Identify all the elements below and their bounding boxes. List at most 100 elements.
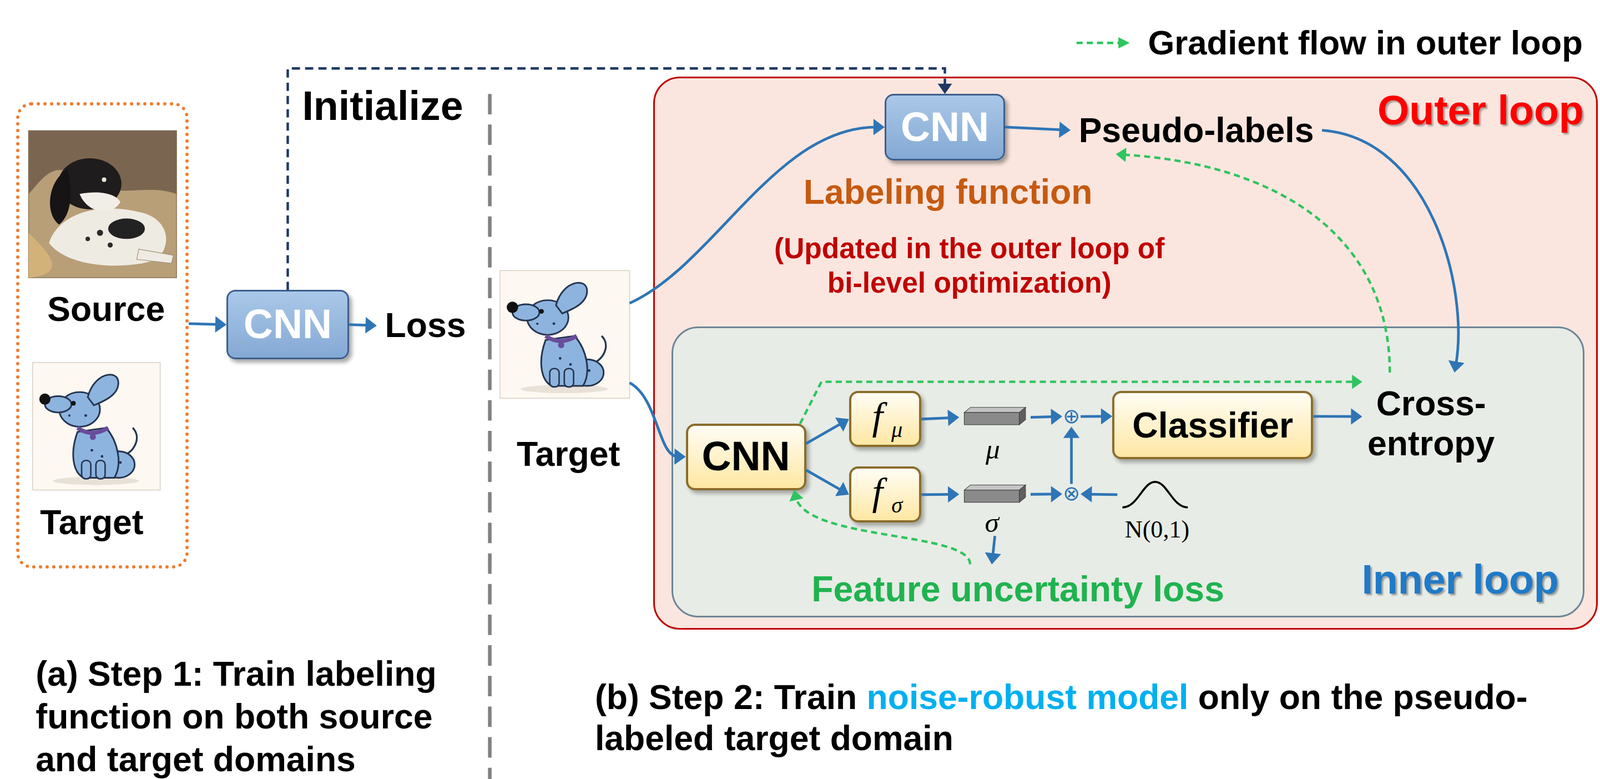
node-text: f [872,469,883,514]
text-node: Feature uncertainty loss [800,563,1235,614]
divider-line [487,93,492,779]
node-text: ⊗ [1062,483,1080,504]
caption-block: (b) Step 2: Train noise-robust model onl… [594,676,1580,759]
process-box: CNN [226,289,350,360]
connector-line [921,417,952,419]
node-text: N(0,1) [1124,515,1190,544]
node-text: Classifier [1132,404,1294,446]
connector-arrow [806,470,850,497]
node-text: Outer loop [1377,86,1584,134]
node-text: CNN [701,432,790,481]
connector-line [795,496,971,564]
loop-region: Outer loopCNNPseudo-labelsInner loopCNNf… [653,76,1599,630]
text-node: Pseudo-labels [1070,106,1322,155]
legend-sample [1076,37,1130,49]
bell-curve [1122,481,1189,508]
arrow-head [1116,147,1127,163]
distribution-node: N(0,1) [1117,477,1197,545]
connector-arrow [629,382,686,465]
arrow-head [835,481,850,497]
node-text: Target [39,502,144,543]
target-image [32,362,161,491]
legend-text: Gradient flow in outer loop [1147,23,1583,63]
connector-line [806,422,843,444]
connector-line [806,470,843,491]
node-text: CNN [243,300,332,348]
feature-vector: σ [959,483,1031,537]
arrow-head [789,490,804,502]
connector-line [1088,492,1118,497]
arrow-head [1080,485,1092,502]
connector-arrow [1313,407,1362,425]
arrow-head [215,315,227,332]
process-box: CNN [884,93,1006,161]
connector-arrow [349,316,377,333]
annotation-text: (Updated in the outer loop of bi-level o… [755,230,1184,301]
arrow-head [1058,121,1071,138]
text-node: Cross-entropy [1362,372,1501,475]
connector-arrow [921,486,960,503]
arrow-head [1063,426,1080,438]
connector-line [1321,130,1459,366]
connector-line [1030,492,1055,496]
connector-arrow [1321,130,1465,373]
connector-arrow [1080,485,1118,502]
connector-line [1080,414,1105,418]
connector-line [921,492,952,496]
feature-bar [964,407,1026,425]
node-text: f [872,394,883,439]
target-image [500,270,630,398]
node-text: μ [891,416,903,443]
arrow-head [1050,408,1063,425]
process-box: CNN [685,423,807,491]
loop-region: Inner loopCNNfμfσμσ⊕⊗N(0,1)ClassifierCro… [671,326,1586,618]
arrow-head [1051,485,1063,502]
connector-line [1030,416,1055,417]
feature-vector: μ [959,406,1031,462]
connector-arrow [1063,426,1080,484]
connector-arrow [1030,408,1063,425]
node-text: μ [985,432,1001,466]
arrow-head [835,417,850,432]
connector-arrow [1030,485,1063,502]
function-box: fσ [849,466,922,523]
node-text: Loss [385,305,467,346]
arrow-head [947,486,960,503]
connector-line [800,381,1356,424]
connector-arrow [806,417,850,444]
image-node: Target [500,270,630,475]
arrow-head [1351,374,1362,390]
caption-text: (b) Step 2: Train [594,677,857,716]
arrow-head [1448,360,1465,373]
source-image [28,130,177,278]
connector-arrow [188,315,227,332]
caption-text: (a) Step 1: Train labeling function on b… [35,652,464,779]
operator-symbol: ⊗ [1062,483,1081,504]
connector-arrow [1080,407,1113,425]
connector-line [1313,414,1355,418]
arrow-head [947,409,960,426]
node-text: Target [516,433,620,474]
arrow-head [937,83,953,94]
node-text: Feature uncertainty loss [811,568,1225,610]
connector-line [349,324,370,326]
connector-line [629,382,678,457]
feature-bar [964,484,1026,502]
arrow-head [1350,407,1362,425]
process-box: Classifier [1112,390,1314,459]
connector-arrow [789,490,971,565]
connector-arrow [985,535,1002,564]
image-group: SourceTarget [16,102,189,569]
connector-arrow [1005,121,1071,138]
arrow-head [674,448,686,465]
node-text: CNN [900,103,989,151]
node-text: Inner loop [1361,556,1559,604]
connector-line [188,323,219,325]
caption-text: noise-robust model [866,677,1189,716]
connector-line [992,535,996,557]
connector-line [1005,127,1063,130]
operator-symbol: ⊕ [1062,406,1081,427]
function-box: fμ [849,390,922,447]
edge-label: Initialize [301,82,463,130]
